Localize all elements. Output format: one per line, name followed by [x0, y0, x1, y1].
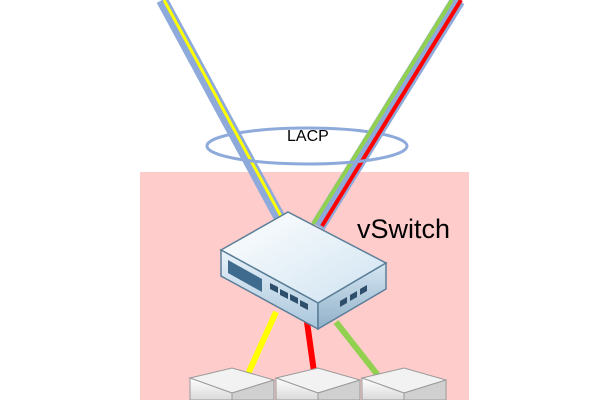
uplink-cable-left — [156, 0, 288, 225]
lacp-label: LACP — [287, 128, 329, 145]
vm-box-2 — [274, 367, 362, 400]
uplink-cable-right — [311, 0, 465, 230]
flow-green-downlink — [333, 320, 387, 385]
lacp-ring-back — [205, 126, 409, 147]
switch-side-ports — [340, 285, 367, 307]
vswitch-device — [219, 211, 388, 331]
switch-ports — [270, 283, 308, 310]
switch-display — [228, 260, 262, 292]
lacp-ring-front — [205, 145, 409, 166]
vm-box-1 — [188, 367, 276, 400]
vm-box-3 — [360, 367, 448, 400]
flow-red-downlink — [304, 321, 317, 373]
vswitch-label: vSwitch — [357, 214, 451, 244]
